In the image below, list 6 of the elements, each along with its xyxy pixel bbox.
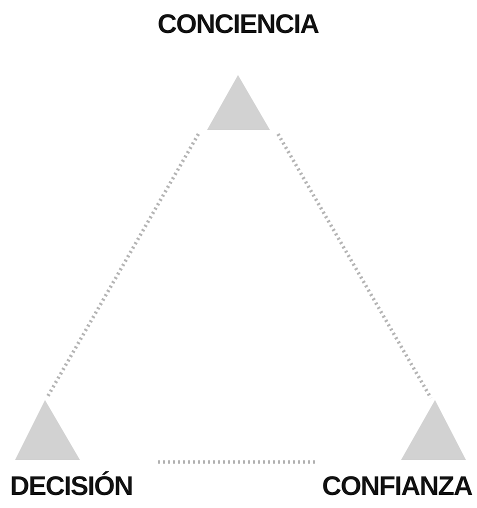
corner-label: CONCIENCIA (158, 8, 318, 40)
dotted-line (276, 133, 432, 399)
corner-label: DECISIÓN (10, 470, 133, 502)
corner-label: CONFIANZA (322, 470, 472, 502)
dotted-line (45, 133, 200, 399)
dotted-line (158, 460, 316, 464)
